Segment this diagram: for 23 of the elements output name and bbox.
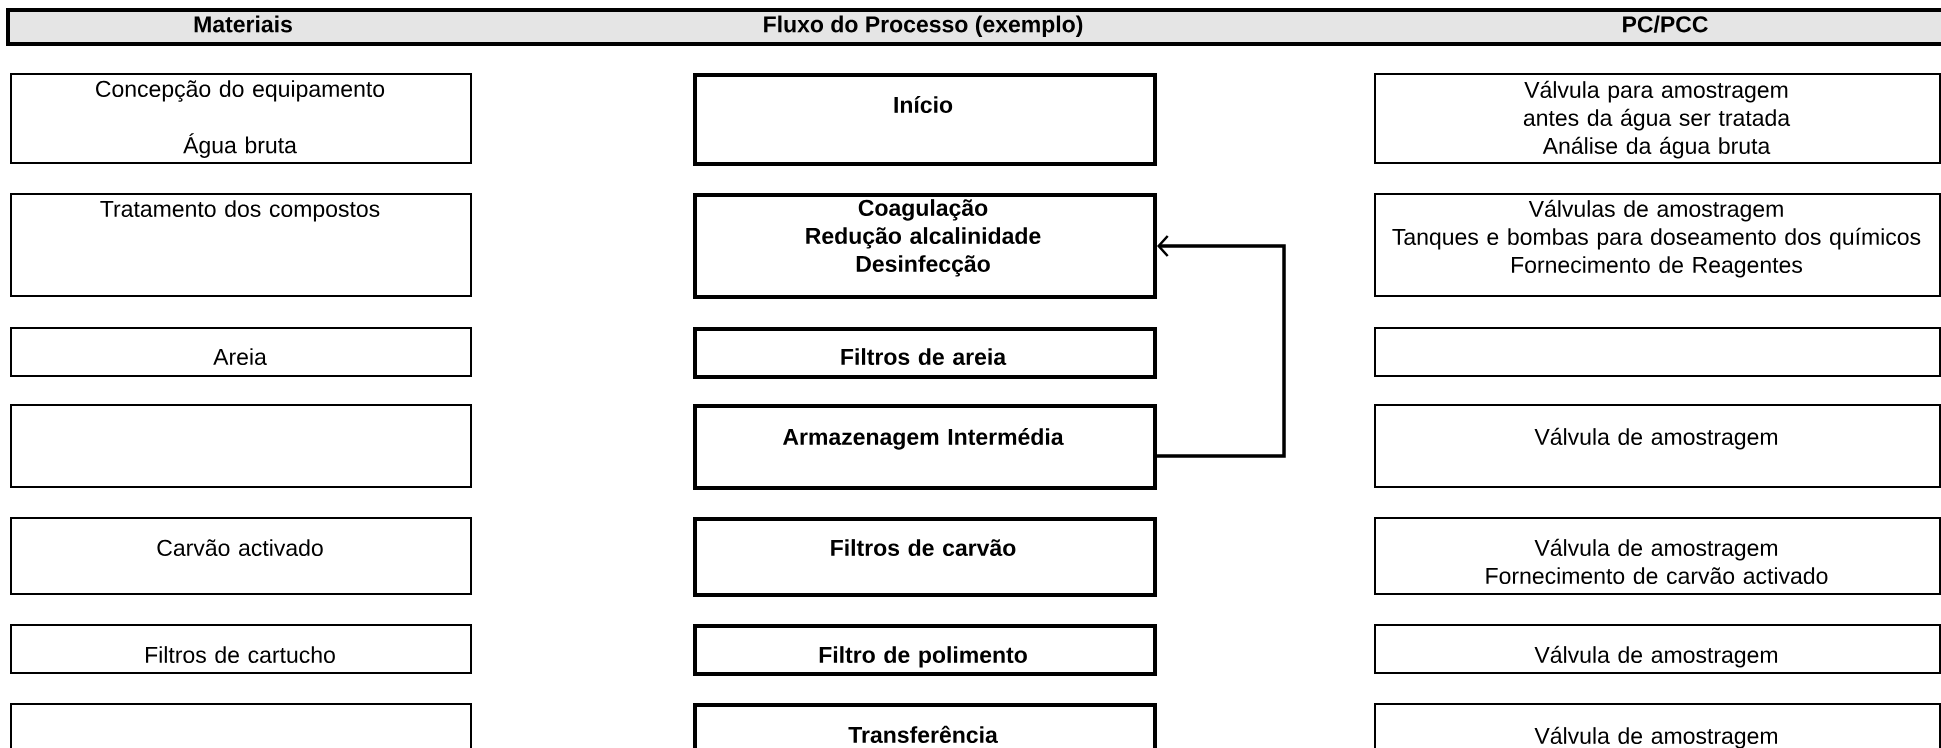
material-box: Carvão activado bbox=[10, 517, 472, 595]
process-box: Coagulação Redução alcalinidade Desinfecção bbox=[693, 193, 1157, 299]
process-box: Filtros de areia bbox=[693, 327, 1157, 379]
control-point-box: Válvulas de amostragem Tanques e bombas para doseamento dos químicos Fornecimento de Reagentes bbox=[1374, 193, 1941, 297]
empty-box bbox=[10, 703, 472, 748]
process-box: Filtros de carvão bbox=[693, 517, 1157, 597]
material-box: Concepção do equipamento Água bruta bbox=[10, 73, 472, 164]
empty-box bbox=[1374, 327, 1941, 377]
control-point-box: Válvula de amostragem bbox=[1374, 624, 1941, 674]
material-box: Tratamento dos compostos bbox=[10, 193, 472, 297]
material-box: Areia bbox=[10, 327, 472, 377]
control-point-box: Válvula de amostragem Fornecimento de carvão activado bbox=[1374, 517, 1941, 595]
control-point-box: Válvula de amostragem bbox=[1374, 703, 1941, 748]
process-box: Filtro de polimento bbox=[693, 624, 1157, 676]
header-bar: Materiais Fluxo do Processo (exemplo) PC/PCC bbox=[6, 8, 1941, 46]
control-point-box: Válvula de amostragem bbox=[1374, 404, 1941, 488]
process-box: Início bbox=[693, 73, 1157, 166]
arrow bbox=[1157, 235, 1286, 458]
process-box: Armazenagem Intermédia bbox=[693, 404, 1157, 490]
material-box: Filtros de cartucho bbox=[10, 624, 472, 674]
control-point-box: Válvula para amostragem antes da água ser tratada Análise da água bruta bbox=[1374, 73, 1941, 164]
process-box: Transferência bbox=[693, 703, 1157, 748]
empty-box bbox=[10, 404, 472, 488]
